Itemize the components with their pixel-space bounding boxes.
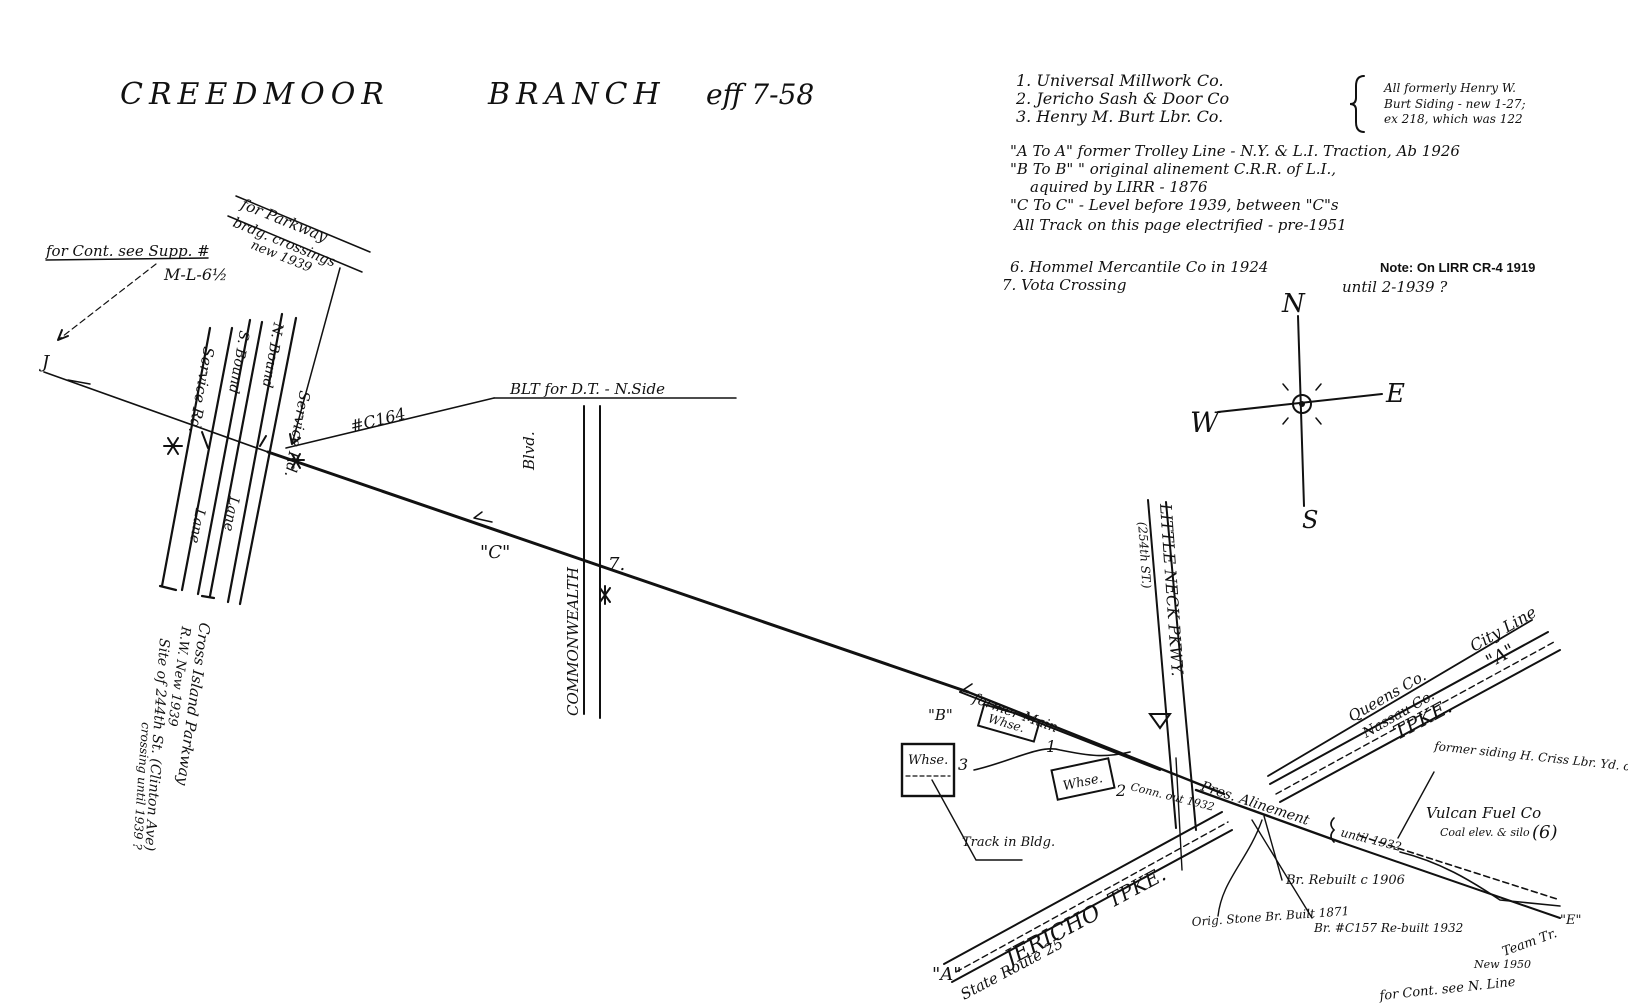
label-b: "B": [928, 706, 953, 724]
leader-former-siding: [1397, 771, 1435, 839]
label-num-1: 1: [1046, 737, 1056, 756]
label-num-2: 2: [1115, 781, 1126, 800]
alignment-note-c: "C To C" - Level before 1939, between "C…: [1010, 196, 1339, 214]
little-neck-pkwy-east: [1165, 501, 1197, 831]
compass-n: N: [1281, 289, 1306, 319]
label-former-siding: former siding H. Criss Lbr. Yd. out 1950: [1433, 739, 1628, 779]
arrow-c-direction: [473, 511, 493, 523]
label-e: "E": [1560, 913, 1581, 928]
label-254th: (254th ST.): [1135, 521, 1154, 589]
alignment-note-b2: aquired by LIRR - 1876: [1030, 178, 1208, 196]
legend-item-6: 6. Hommel Mercantile Co in 1924: [1010, 258, 1268, 276]
title-branch: BRANCH: [487, 77, 666, 112]
label-d-left: J: [38, 352, 51, 373]
label-team-tr: Team Tr.: [1500, 926, 1559, 960]
leader-for-cont: [57, 263, 157, 341]
leader-br-rebuilt: [1263, 815, 1283, 881]
label-a-left: "A": [932, 964, 962, 985]
crossing-markers: [163, 431, 611, 605]
legend-business-3: 3. Henry M. Burt Lbr. Co.: [1016, 107, 1223, 126]
label-track-in-bldg: Track in Bldg.: [962, 835, 1055, 850]
alignment-note-a: "A To A" former Trolley Line - N.Y. & L.…: [1010, 142, 1460, 160]
legend-business-2: 2. Jericho Sash & Door Co: [1015, 89, 1229, 108]
legend-bracket-note-2: Burt Siding - new 1-27;: [1383, 97, 1526, 111]
label-tpke-left: TPKE.: [1103, 862, 1170, 913]
e-side-tracks: [1339, 841, 1561, 919]
label-ml: M-L-6½: [163, 265, 228, 284]
leader-br-c157: [1251, 819, 1313, 919]
siding-to-warehouses: [973, 748, 1131, 771]
label-c164: #C164: [348, 404, 407, 436]
label-coal-elev: Coal elev. & silo: [1440, 826, 1530, 839]
label-commonwealth: COMMONWEALTH: [564, 566, 582, 716]
compass-rose: N S E W: [1190, 289, 1405, 534]
legend-item-7: 7. Vota Crossing: [1002, 276, 1126, 294]
label-whse-3: Whse.: [908, 753, 948, 768]
warehouse-3: [900, 742, 956, 798]
label-six: (6): [1532, 822, 1558, 843]
label-n-bound: N. Bound: [259, 320, 286, 389]
label-service-rd-left: Service Rd.: [185, 345, 218, 434]
compass-e: E: [1385, 379, 1405, 409]
cross-island-parkway-roads: [158, 312, 298, 606]
main-track-c: [43, 371, 1226, 796]
underline-for-cont: [45, 257, 209, 261]
former-main-track: [959, 691, 1161, 771]
leader-track-in-bldg: [931, 779, 1023, 861]
leader-orig-stone: [1217, 819, 1263, 917]
warehouse-2: [1050, 757, 1116, 801]
legend-bracket: [1349, 75, 1365, 133]
parkway-note-box-bottom: [227, 215, 363, 273]
label-vulcan: Vulcan Fuel Co: [1426, 804, 1541, 822]
title-effective: eff 7-58: [706, 78, 814, 111]
legend-item-6-note: Note: On LIRR CR-4 1919: [1380, 260, 1535, 275]
little-neck-pkwy-west: [1147, 499, 1177, 829]
legend-item-7-until: until 2-1939 ?: [1342, 278, 1448, 296]
label-c: "C": [480, 542, 510, 563]
present-alinement: [1194, 788, 1342, 844]
county-line: [1267, 619, 1533, 777]
label-lane-right: Lane: [220, 494, 242, 532]
label-new-1950: New 1950: [1473, 958, 1531, 971]
compass-w: W: [1190, 406, 1221, 439]
title-creedmoor: CREEDMOOR: [120, 77, 390, 112]
legend-business-1: 1. Universal Millwork Co.: [1016, 71, 1224, 90]
label-for-cont-right: for Cont. see N. Line: [1378, 975, 1517, 1004]
label-blt-dt: BLT for D.T. - N.Side: [509, 380, 665, 398]
alignment-note-electrified: All Track on this page electrified - pre…: [1012, 216, 1347, 234]
jericho-turnpike: [943, 631, 1561, 983]
label-blvd: Blvd.: [520, 431, 538, 471]
label-seven: 7.: [608, 554, 625, 575]
leader-parkway: [291, 267, 341, 445]
label-num-3: 3: [958, 755, 968, 774]
pkwy-bridge-marker: [1148, 713, 1172, 730]
compass-s: S: [1302, 506, 1318, 534]
legend-bracket-note-3: ex 218, which was 122: [1384, 112, 1523, 126]
label-for-cont-left: for Cont. see Supp. #: [45, 242, 210, 260]
parkway-note-box-top: [235, 195, 371, 253]
alignment-note-b: "B To B" " original alinement C.R.R. of …: [1010, 160, 1336, 178]
legend-bracket-note-1: All formerly Henry W.: [1383, 81, 1516, 95]
label-br-rebuilt: Br. Rebuilt c 1906: [1285, 873, 1405, 888]
bracket-until-1932: [1330, 817, 1336, 843]
label-br-c157: Br. #C157 Re-built 1932: [1313, 921, 1463, 935]
label-lane-left: Lane: [186, 506, 208, 544]
warehouse-1: [976, 703, 1042, 743]
